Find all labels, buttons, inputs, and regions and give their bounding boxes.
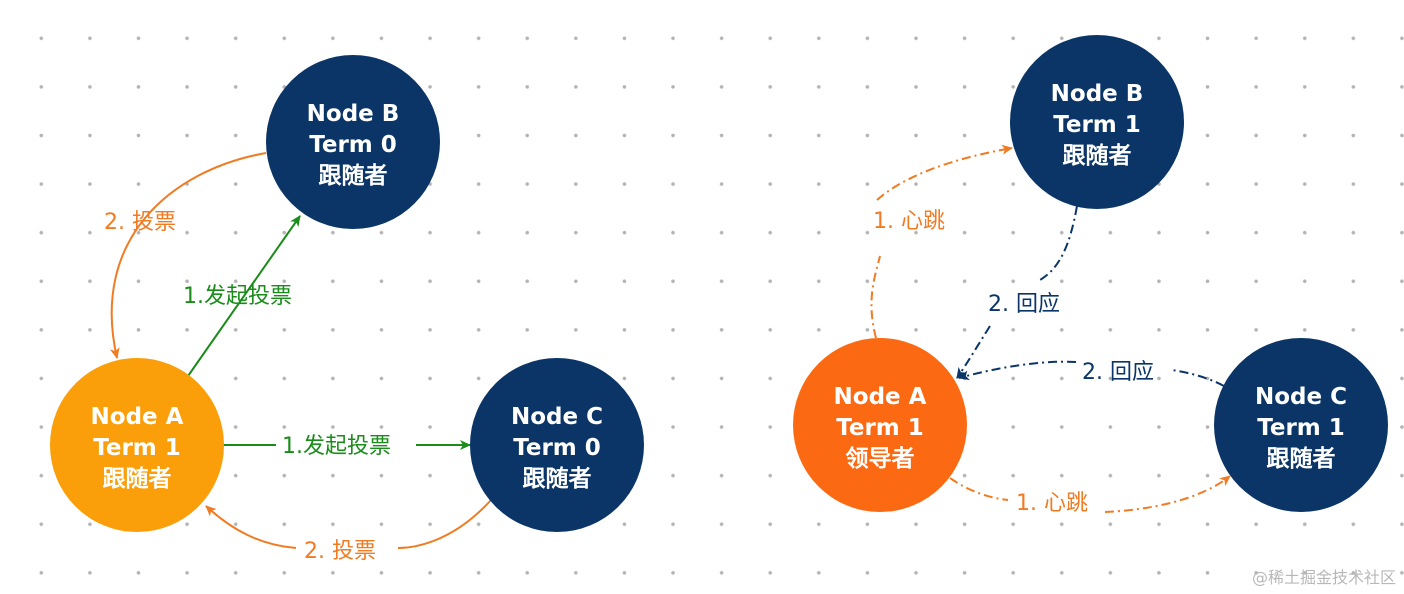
node-term: Term 1: [836, 415, 924, 441]
label-request-horizontal: 1.发起投票: [282, 434, 391, 459]
node-name: Node C: [1255, 384, 1347, 410]
label-vote-top: 2. 投票: [104, 210, 176, 235]
edge-reply-b-to-a: [957, 205, 1078, 378]
right-node-b: Node B Term 1 跟随者: [1010, 35, 1184, 209]
node-term: Term 1: [1053, 112, 1141, 138]
node-name: Node A: [834, 384, 927, 410]
right-node-a: Node A Term 1 领导者: [793, 338, 967, 512]
node-name: Node C: [511, 404, 603, 430]
label-heartbeat-bottom: 1. 心跳: [1016, 491, 1088, 516]
edge-heartbeat-a-to-b: [870, 148, 1012, 339]
left-node-c: Node C Term 0 跟随者: [470, 358, 644, 532]
edge-heartbeat-a-to-c: [949, 476, 1230, 513]
edge-vote-c-to-a: [206, 500, 492, 549]
edge-reply-c-to-a: [959, 360, 1225, 386]
left-node-b: Node B Term 0 跟随者: [266, 55, 440, 229]
label-heartbeat-top: 1. 心跳: [873, 209, 945, 234]
label-request-diagonal: 1.发起投票: [183, 284, 292, 309]
edge-vote-b-to-a: [109, 152, 267, 359]
label-reply-from-b: 2. 回应: [988, 292, 1060, 317]
node-term: Term 1: [1257, 415, 1345, 441]
node-role: 跟随者: [523, 465, 592, 492]
edge-request-a-to-b: [187, 215, 301, 377]
node-name: Node B: [307, 101, 400, 127]
node-role: 跟随者: [319, 162, 388, 189]
node-term: Term 1: [93, 435, 181, 461]
node-role: 领导者: [846, 445, 915, 472]
label-reply-from-c: 2. 回应: [1082, 360, 1154, 385]
right-node-c: Node C Term 1 跟随者: [1214, 338, 1388, 512]
node-name: Node A: [91, 404, 184, 430]
label-vote-bottom: 2. 投票: [304, 539, 376, 564]
node-role: 跟随者: [103, 465, 172, 492]
node-name: Node B: [1051, 81, 1144, 107]
node-role: 跟随者: [1063, 142, 1132, 169]
left-node-a: Node A Term 1 跟随者: [50, 358, 224, 532]
node-term: Term 0: [513, 435, 601, 461]
node-role: 跟随者: [1267, 445, 1336, 472]
node-term: Term 0: [309, 132, 397, 158]
watermark: @稀土掘金技术社区: [1251, 568, 1396, 587]
